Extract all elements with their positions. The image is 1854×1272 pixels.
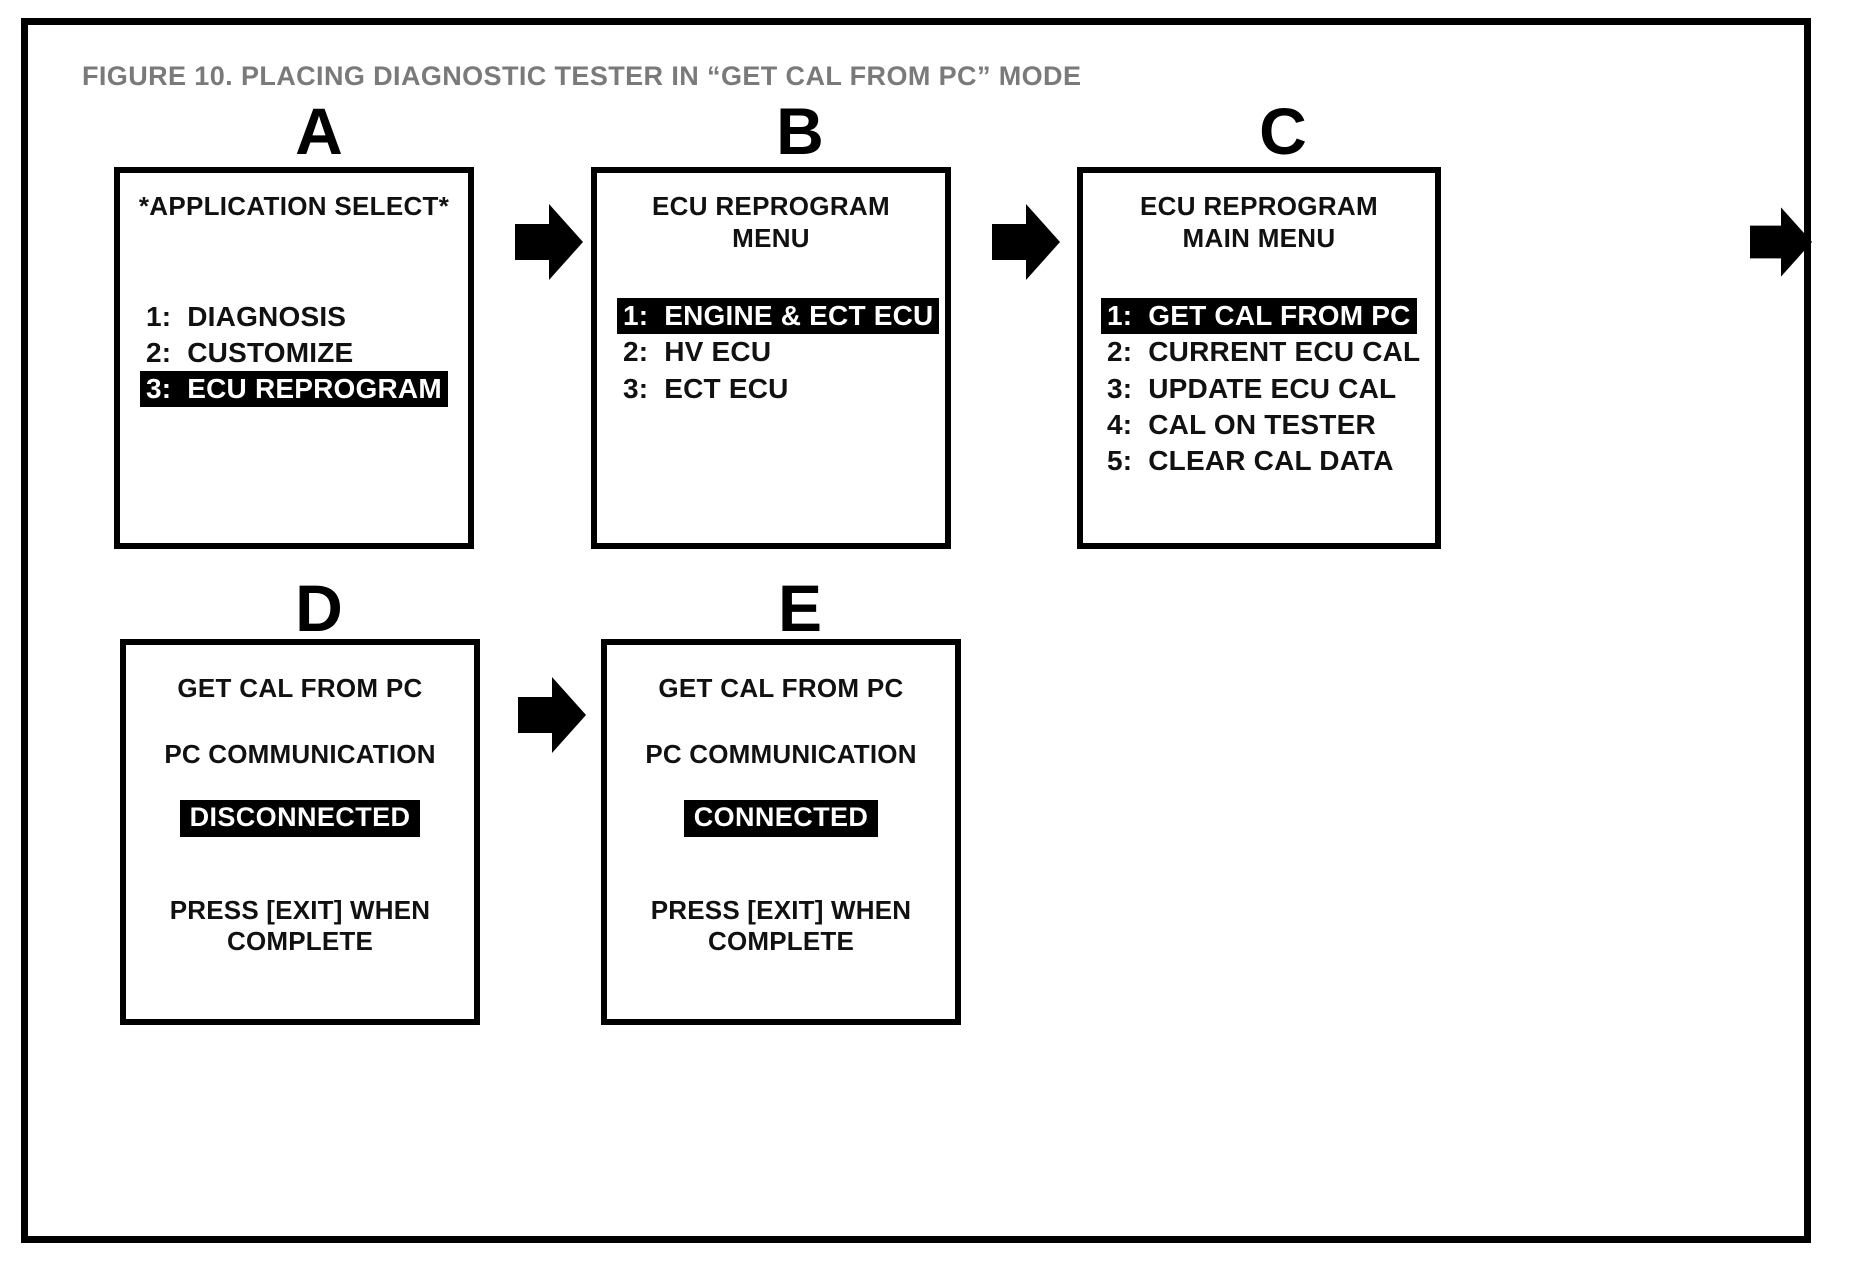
menu-list-c: 1: GET CAL FROM PC 2: CURRENT ECU CAL 3:… [1083, 298, 1435, 478]
panel-letter-d: D [295, 571, 343, 645]
status-badge-wrapper-e: CONNECTED [607, 799, 955, 837]
menu-item-update-ecu-cal[interactable]: 3: UPDATE ECU CAL [1107, 372, 1397, 404]
list-item[interactable]: 1: DIAGNOSIS [140, 299, 468, 335]
menu-list-a: 1: DIAGNOSIS 2: CUSTOMIZE 3: ECU REPROGR… [120, 299, 468, 407]
list-item[interactable]: 2: CUSTOMIZE [140, 335, 468, 371]
screen-title-d: GET CAL FROM PC [177, 673, 423, 703]
screen-panel-b[interactable]: ECU REPROGRAM MENU 1: ENGINE & ECT ECU 2… [591, 167, 951, 549]
menu-list-b: 1: ENGINE & ECT ECU 2: HV ECU 3: ECT ECU [597, 298, 945, 406]
list-item[interactable]: 2: HV ECU [617, 334, 945, 370]
list-item[interactable]: 3: UPDATE ECU CAL [1101, 371, 1435, 407]
figure-frame: FIGURE 10. PLACING DIAGNOSTIC TESTER IN … [21, 18, 1812, 1243]
panel-letter-a: A [295, 94, 343, 168]
status-badge-disconnected: DISCONNECTED [179, 799, 421, 837]
list-item[interactable]: 1: ENGINE & ECT ECU [617, 298, 945, 335]
list-item[interactable]: 4: CAL ON TESTER [1101, 407, 1435, 443]
arrow-c-to-d [1750, 202, 1812, 282]
arrow-d-to-e [518, 675, 586, 755]
arrow-b-to-c [992, 202, 1060, 282]
list-item[interactable]: 3: ECT ECU [617, 371, 945, 407]
menu-item-diagnosis[interactable]: 1: DIAGNOSIS [146, 300, 347, 332]
screen-panel-c[interactable]: ECU REPROGRAM MAIN MENU 1: GET CAL FROM … [1077, 167, 1441, 549]
list-item[interactable]: 3: ECU REPROGRAM [140, 370, 468, 407]
menu-item-clear-cal-data[interactable]: 5: CLEAR CAL DATA [1107, 444, 1394, 476]
screen-panel-d[interactable]: GET CAL FROM PC PC COMMUNICATION DISCONN… [120, 639, 480, 1025]
screen-title-c: ECU REPROGRAM MAIN MENU [1140, 191, 1378, 253]
list-item[interactable]: 5: CLEAR CAL DATA [1101, 443, 1435, 479]
menu-item-get-cal-from-pc[interactable]: 1: GET CAL FROM PC [1101, 298, 1417, 335]
footer-text-e: PRESS [EXIT] WHEN COMPLETE [650, 894, 912, 956]
menu-item-engine-and-ect-ecu[interactable]: 1: ENGINE & ECT ECU [617, 298, 940, 335]
status-badge-wrapper-d: DISCONNECTED [126, 799, 474, 837]
screen-title-a: *APPLICATION SELECT* [138, 191, 450, 221]
panel-letter-b: B [776, 94, 824, 168]
panel-letter-e: E [777, 571, 823, 645]
status-badge-connected: CONNECTED [683, 799, 879, 837]
status-label-d: PC COMMUNICATION [164, 738, 436, 769]
menu-item-customize[interactable]: 2: CUSTOMIZE [146, 336, 354, 368]
panel-letter-c: C [1259, 94, 1307, 168]
screen-title-e: GET CAL FROM PC [658, 673, 904, 703]
screen-title-b: ECU REPROGRAM MENU [652, 191, 890, 253]
figure-title: FIGURE 10. PLACING DIAGNOSTIC TESTER IN … [82, 61, 1082, 91]
screen-panel-e[interactable]: GET CAL FROM PC PC COMMUNICATION CONNECT… [601, 639, 961, 1025]
menu-item-hv-ecu[interactable]: 2: HV ECU [623, 336, 772, 368]
menu-item-ect-ecu[interactable]: 3: ECT ECU [623, 372, 789, 404]
menu-item-current-ecu-cal[interactable]: 2: CURRENT ECU CAL [1107, 336, 1421, 368]
menu-item-ecu-reprogram[interactable]: 3: ECU REPROGRAM [140, 370, 448, 407]
footer-text-d: PRESS [EXIT] WHEN COMPLETE [169, 894, 431, 956]
list-item[interactable]: 1: GET CAL FROM PC [1101, 298, 1435, 335]
screen-panel-a[interactable]: *APPLICATION SELECT* 1: DIAGNOSIS 2: CUS… [114, 167, 474, 549]
menu-item-cal-on-tester[interactable]: 4: CAL ON TESTER [1107, 408, 1376, 440]
list-item[interactable]: 2: CURRENT ECU CAL [1101, 334, 1435, 370]
arrow-a-to-b [515, 202, 583, 282]
status-label-e: PC COMMUNICATION [645, 738, 917, 769]
